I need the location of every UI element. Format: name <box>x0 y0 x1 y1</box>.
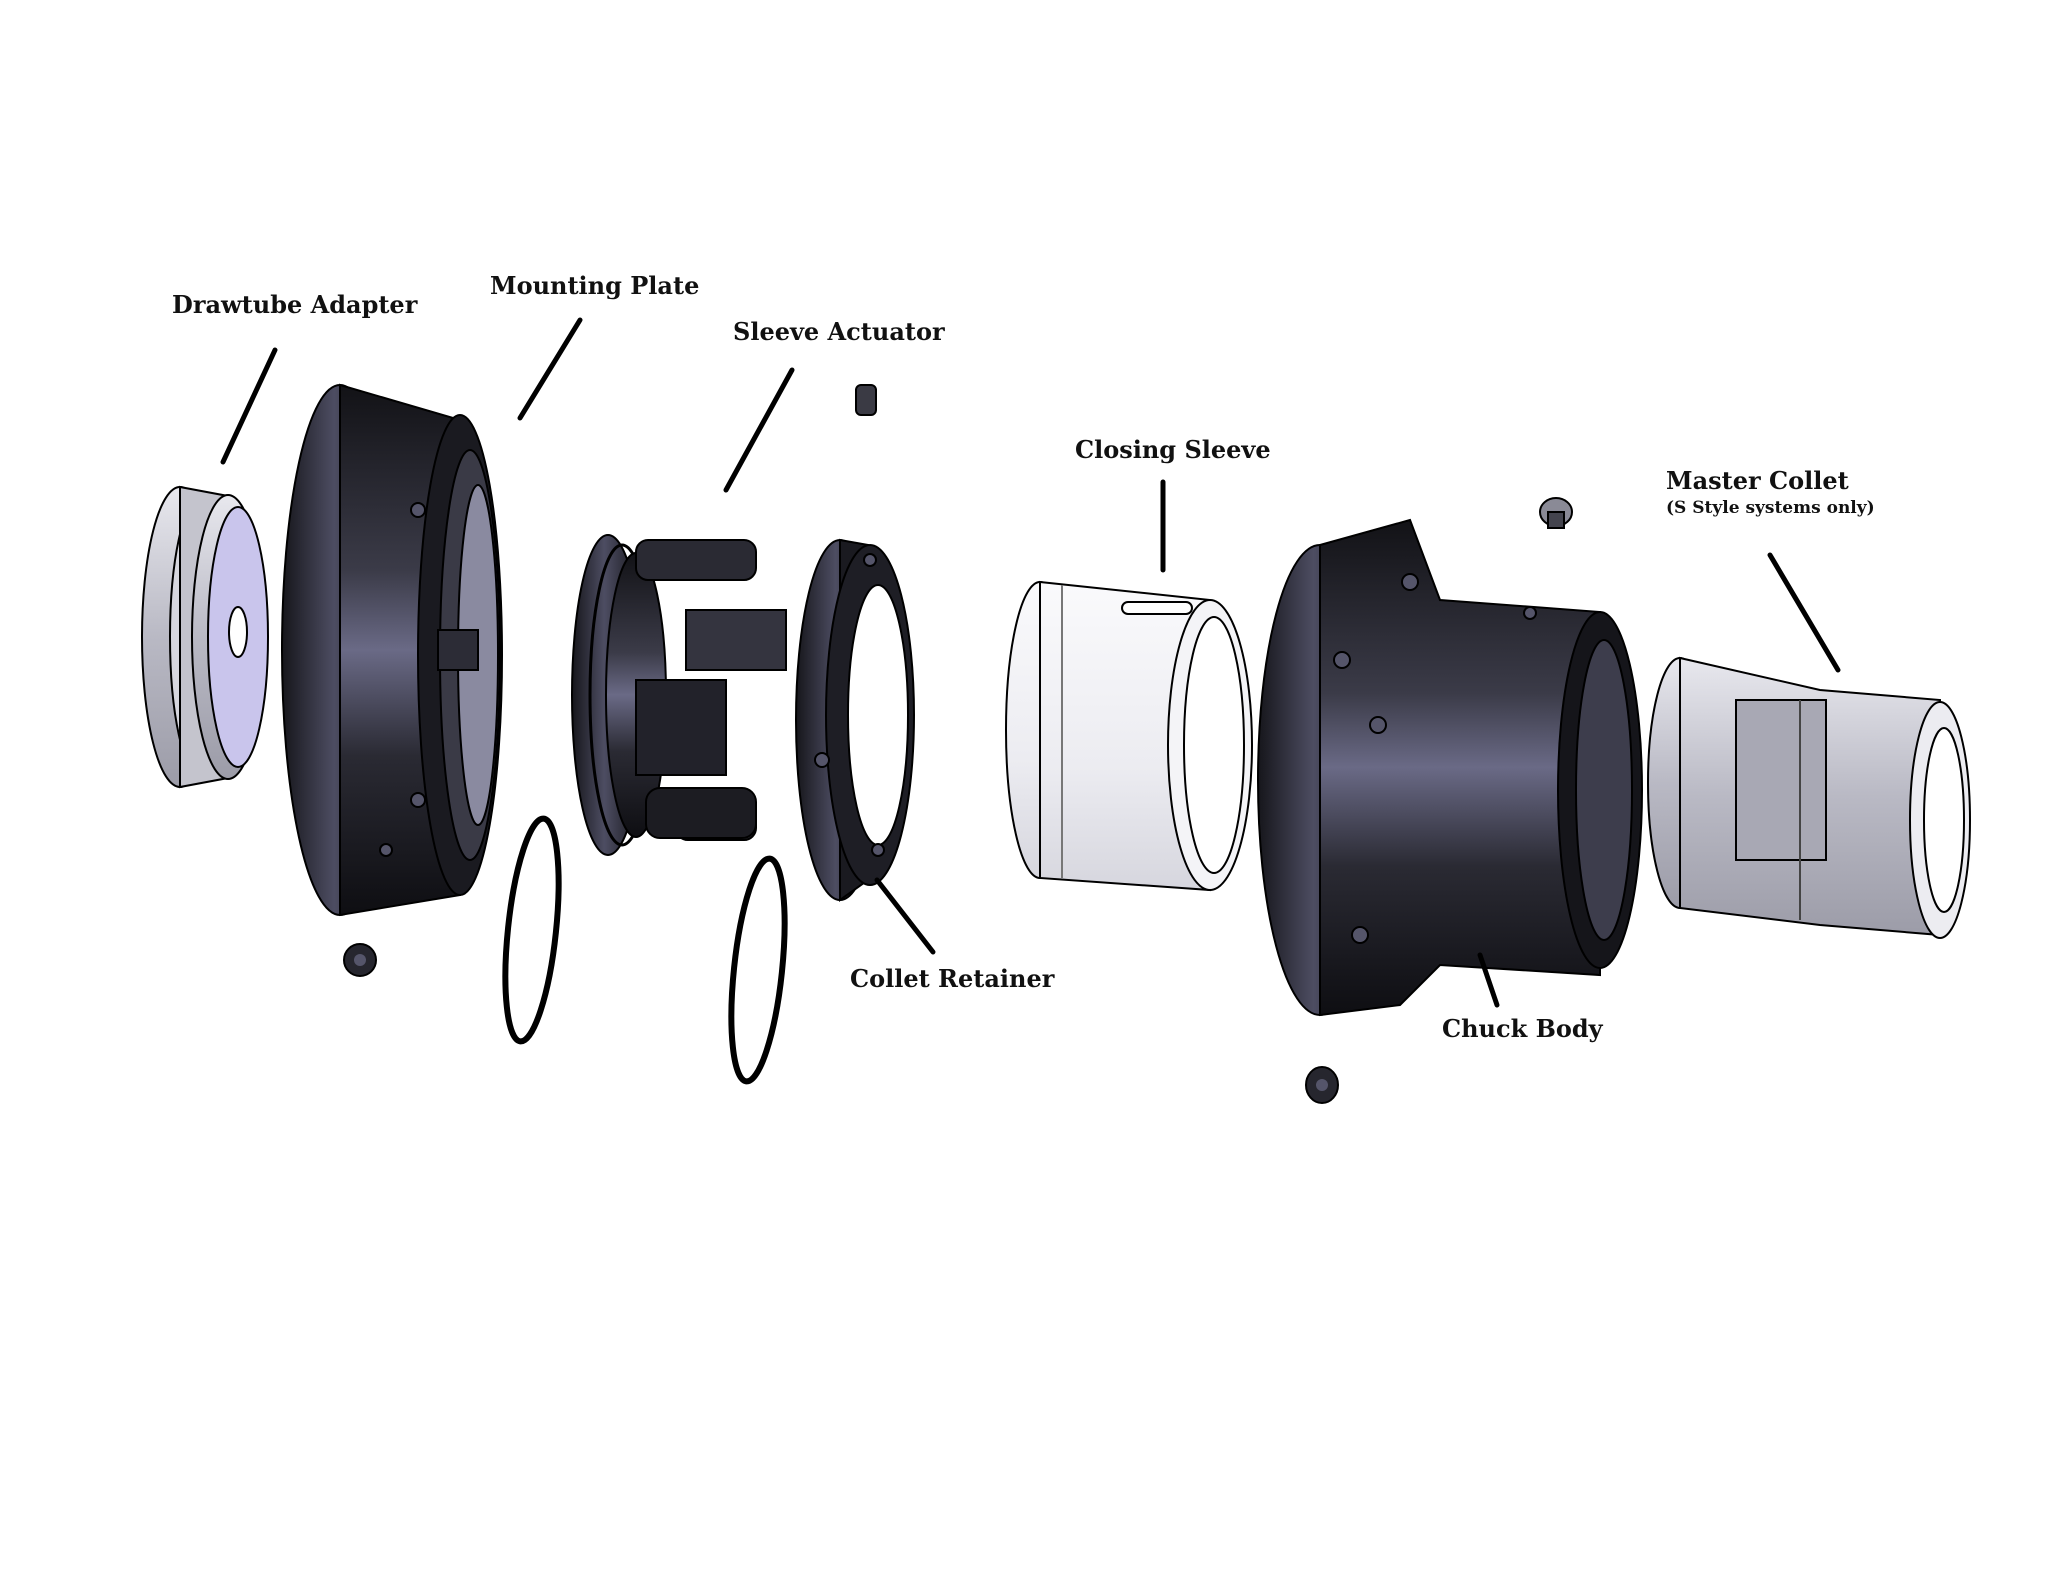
drawtube-adapter-part <box>141 485 269 789</box>
leader-line-master-collet <box>1767 552 1841 673</box>
leader-line-mounting-plate <box>517 317 583 421</box>
label-master-collet: Master Collet <box>1666 466 1849 495</box>
screw-part <box>1539 497 1573 529</box>
leader-line-sleeve-actuator <box>723 367 795 493</box>
master-collet-part <box>1647 656 1971 939</box>
sleeve-actuator-part <box>571 534 787 856</box>
leader-line-collet-retainer <box>874 877 936 955</box>
mounting-plate-part <box>281 383 503 917</box>
label-sleeve-actuator: Sleeve Actuator <box>733 317 945 346</box>
screw-part <box>855 384 877 416</box>
set-screw-part <box>1305 1066 1339 1104</box>
o-ring-part <box>728 855 788 1085</box>
label-collet-retainer: Collet Retainer <box>850 964 1055 993</box>
label-drawtube-adapter: Drawtube Adapter <box>172 290 418 319</box>
label-mounting-plate: Mounting Plate <box>490 271 700 300</box>
label-closing-sleeve: Closing Sleeve <box>1075 435 1271 464</box>
label-master-collet-note: (S Style systems only) <box>1666 498 1875 518</box>
leader-line-drawtube-adapter <box>220 347 278 465</box>
closing-sleeve-part <box>1005 580 1253 892</box>
o-ring-part <box>502 815 562 1045</box>
leader-line-chuck-body <box>1477 952 1500 1008</box>
chuck-body-part <box>1257 518 1643 1017</box>
set-screw-part <box>343 943 377 977</box>
label-chuck-body: Chuck Body <box>1442 1014 1603 1043</box>
collet-retainer-part <box>795 538 915 902</box>
